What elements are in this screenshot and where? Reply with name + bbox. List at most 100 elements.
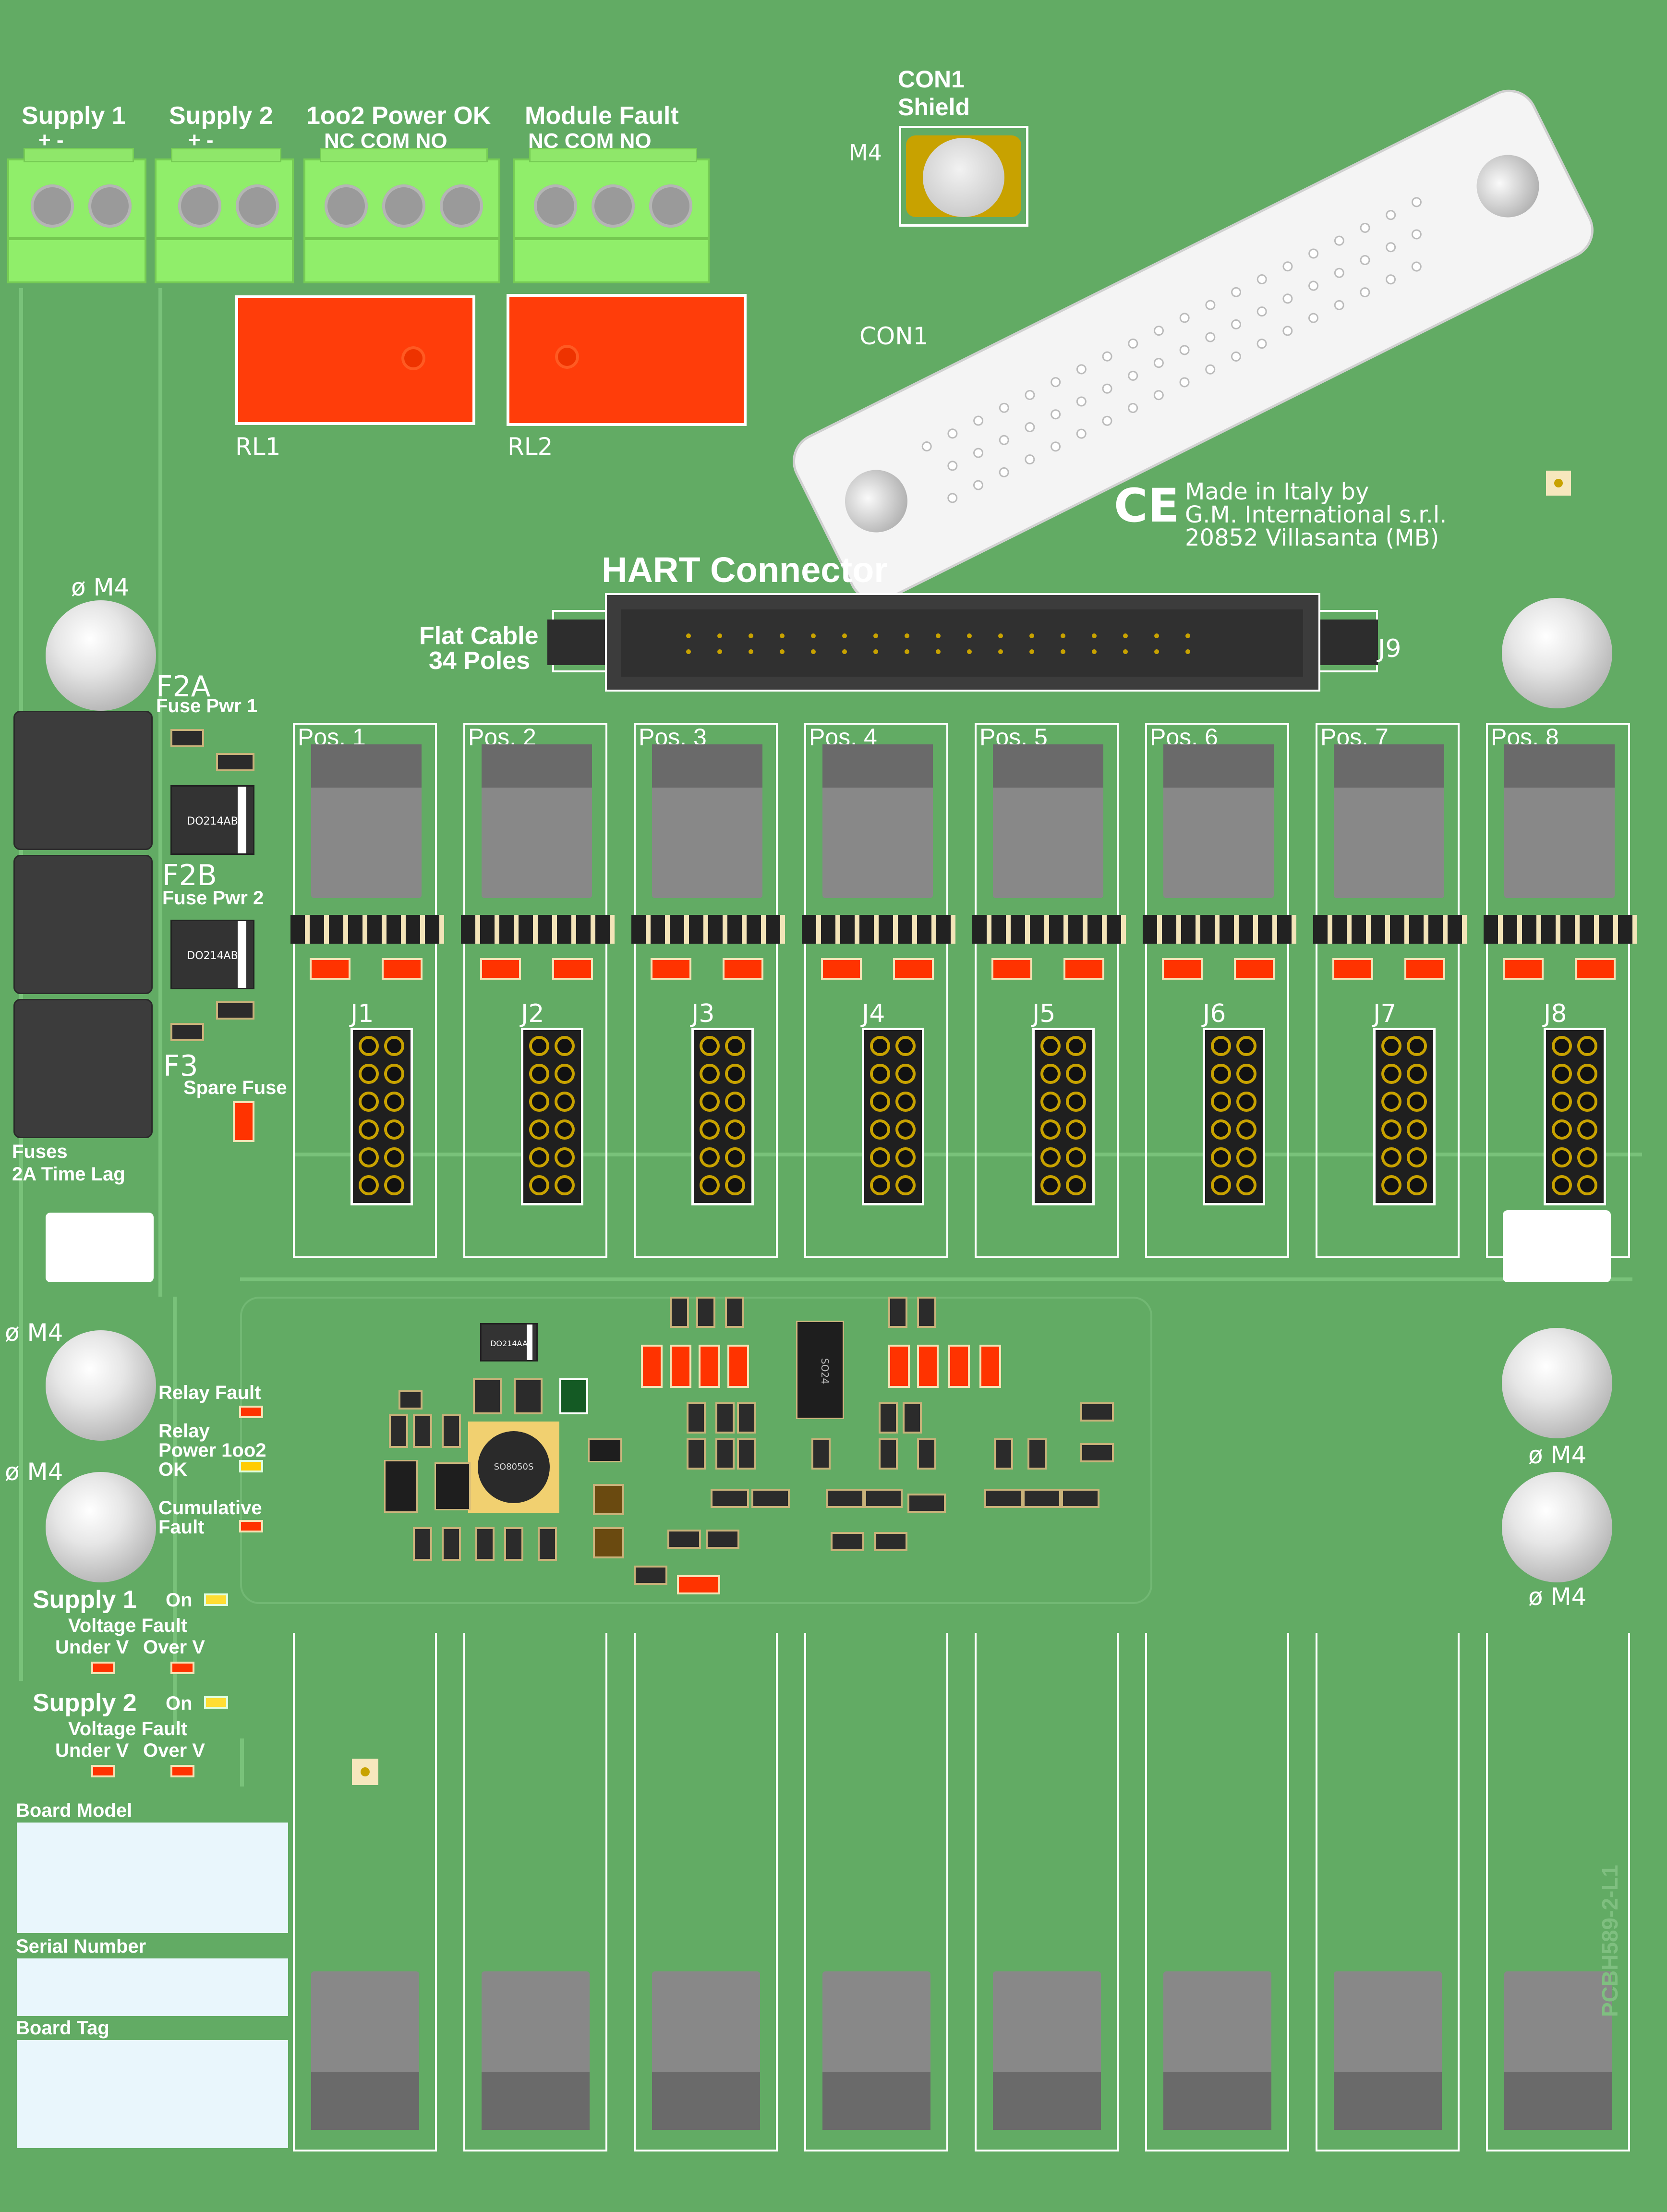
ic-small: [384, 1460, 418, 1513]
module-socket[interactable]: [482, 744, 592, 898]
smd-part: [170, 729, 204, 747]
pin-header-j8[interactable]: [1544, 1028, 1606, 1205]
fuse-f2b-desc: Fuse Pwr 2: [162, 887, 264, 909]
lower-channel-slot: [634, 1633, 778, 2151]
smd-part: [907, 1494, 946, 1513]
mount-hole-label: ø M4: [5, 1319, 63, 1347]
screw-hole-icon: [382, 184, 425, 228]
status-led: [1234, 958, 1275, 980]
resistor-array: [631, 915, 785, 944]
module-socket-lower[interactable]: [482, 1971, 590, 2130]
serial-number-field[interactable]: [17, 1958, 288, 2016]
screw-hole-icon: [31, 184, 74, 228]
smd-part: [917, 1438, 936, 1470]
diode-do214aa: DO214AA: [480, 1323, 538, 1361]
shield-mount: [899, 126, 1028, 227]
pin-header-j1[interactable]: [350, 1028, 413, 1205]
diode-label: DO214AB: [187, 815, 238, 827]
jack-j5-label: J5: [1032, 999, 1056, 1028]
dsub-connector[interactable]: [783, 80, 1604, 612]
flat-cable-label: Flat Cable: [419, 622, 539, 650]
smd-part: [687, 1402, 706, 1434]
relay-rl1-label: RL1: [235, 433, 281, 461]
trace: [173, 1297, 177, 1729]
resistor-array: [972, 915, 1126, 944]
smd-part: [538, 1527, 557, 1561]
board-model-field[interactable]: [17, 1823, 288, 1933]
dsub-pins: [921, 197, 1422, 503]
jack-j1-label: J1: [350, 999, 374, 1028]
cumulative-fault-led: [239, 1520, 263, 1532]
hart-connector[interactable]: [605, 593, 1320, 692]
trace: [293, 1153, 1642, 1156]
jack-j6-label: J6: [1203, 999, 1226, 1028]
module-socket[interactable]: [1504, 744, 1615, 898]
module-socket-lower[interactable]: [993, 1971, 1101, 2130]
screw-hole-icon: [178, 184, 221, 228]
module-socket-lower[interactable]: [652, 1971, 760, 2130]
module-socket-lower[interactable]: [1504, 1971, 1612, 2130]
pin-header-j4[interactable]: [862, 1028, 924, 1205]
module-socket[interactable]: [1334, 744, 1444, 898]
module-socket-lower[interactable]: [822, 1971, 930, 2130]
module-fault-terminal-block[interactable]: [513, 148, 710, 283]
ic-small: [588, 1438, 622, 1462]
module-socket[interactable]: [311, 744, 422, 898]
module-socket-lower[interactable]: [311, 1971, 419, 2130]
diode-do214ab: DO214AB: [170, 785, 254, 855]
supply1-terminal-block[interactable]: [7, 148, 146, 283]
mounting-hole: [46, 1472, 156, 1582]
board-tag-field[interactable]: [17, 2040, 288, 2148]
mounting-hole: [1502, 598, 1612, 708]
module-socket-lower[interactable]: [1163, 1971, 1271, 2130]
smd-part: [737, 1402, 756, 1434]
smd-part: [711, 1489, 749, 1508]
smd-part: [559, 1378, 588, 1414]
pin-header-j5[interactable]: [1032, 1028, 1095, 1205]
pin-header-j3[interactable]: [691, 1028, 754, 1205]
jack-j8-label: J8: [1544, 999, 1567, 1028]
tantalum-cap: [593, 1527, 624, 1558]
module-socket-lower[interactable]: [1334, 1971, 1442, 2130]
ic-label: SO24: [819, 1358, 831, 1384]
mounting-hole: [1502, 1472, 1612, 1582]
con1-connector-label: CON1: [859, 322, 929, 350]
smd-part: [634, 1566, 667, 1585]
smd-part: [399, 1390, 423, 1410]
smd-part: [216, 753, 254, 771]
lower-channel-slot: [293, 1633, 437, 2151]
diode-label: DO214AA: [490, 1339, 528, 1348]
trace: [158, 288, 162, 1297]
mount-hole-label: ø M4: [1528, 1583, 1587, 1611]
relay-fault-label: Relay Fault: [158, 1382, 261, 1403]
smd-part: [696, 1297, 715, 1328]
jack-j4-label: J4: [862, 999, 885, 1028]
white-spacer: [1503, 1210, 1611, 1282]
board-tag-label: Board Tag: [16, 2018, 109, 2039]
status-led: [480, 958, 521, 980]
mount-hole-label: ø M4: [71, 573, 130, 601]
supply2-led-group-title: Supply 2: [33, 1689, 137, 1717]
pin-header-j2[interactable]: [521, 1028, 583, 1205]
module-socket[interactable]: [993, 744, 1103, 898]
module-socket[interactable]: [1163, 744, 1274, 898]
power-ok-led: [239, 1460, 263, 1472]
smd-part: [216, 1001, 254, 1020]
smd-part: [879, 1438, 898, 1470]
power-ok-terminal-block[interactable]: [303, 148, 500, 283]
supply2-terminal-block[interactable]: [155, 148, 294, 283]
con1-shield-label: Shield: [898, 94, 970, 121]
mounting-hole: [1502, 1328, 1612, 1438]
pin-header-j6[interactable]: [1203, 1028, 1265, 1205]
status-led: [821, 958, 862, 980]
supply1-over-v-led: [170, 1662, 194, 1674]
module-socket[interactable]: [652, 744, 762, 898]
trace: [240, 1738, 244, 1787]
lower-channel-slot: [463, 1633, 607, 2151]
status-led: [651, 958, 691, 980]
supply2-under-v-label: Under V: [55, 1740, 129, 1761]
module-socket[interactable]: [822, 744, 933, 898]
pin-header-j7[interactable]: [1373, 1028, 1436, 1205]
supply1-over-v-label: Over V: [143, 1637, 205, 1658]
